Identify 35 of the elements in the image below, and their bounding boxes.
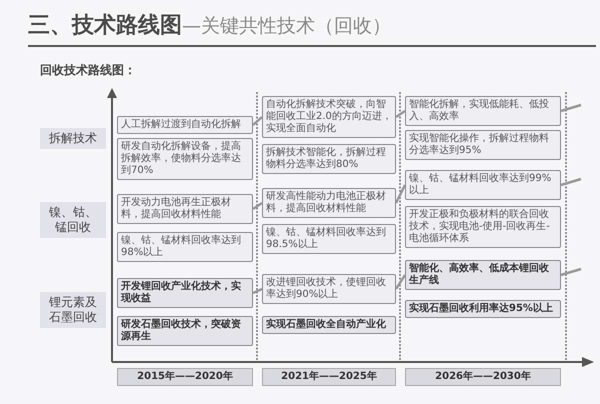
roadmap-box: 开发动力电池再生正极材料，提高回收材料性能 [117, 194, 253, 224]
trend-line [560, 104, 582, 112]
roadmap-box: 拆解技术智能化，拆解过程物料分选率达到80% [262, 144, 396, 174]
roadmap-box: 镍、钴、锰材料回收率达到99%以上 [405, 170, 561, 200]
roadmap-box: 实现智能化操作，拆解过程物料分选率达到95% [405, 130, 561, 160]
trend-line [252, 202, 263, 210]
roadmap-box: 智能化、高效率、低成本锂回收生产线 [405, 260, 561, 290]
roadmap-box: 研发高性能动力电池正极材料，提高回收材料性能 [262, 188, 396, 218]
subtitle: 回收技术路线图： [40, 62, 136, 79]
row-label: 镍、钴、锰回收 [40, 202, 106, 238]
roadmap-box: 开发正极和负极材料的联合回收技术，实现电池-使用-回收再生-电池循环体系 [405, 206, 561, 248]
period-label: 2026年——2030年 [405, 368, 561, 386]
roadmap-box: 镍、钴、锰材料回收率达到98.5%以上 [262, 224, 396, 254]
roadmap-box: 改进锂回收技术，使锂回收率达到90%以上 [262, 274, 396, 304]
trend-line [560, 178, 582, 186]
roadmap-box: 自动化拆解技术突破，向智能回收工业2.0的方向迈进，实现全面自动化 [262, 96, 396, 138]
roadmap-box: 镍、钴、锰材料回收率达到98%以上 [117, 232, 253, 262]
roadmap-box: 人工拆解过渡到自动化拆解 [117, 116, 253, 134]
roadmap-box: 开发锂回收产业化技术，实现收益 [117, 278, 253, 308]
roadmap-box: 研发自动化拆解设备，提高拆解效率，使物料分选率达到70% [117, 138, 253, 180]
trend-line [252, 288, 262, 294]
period-label: 2021年——2025年 [262, 368, 396, 386]
period-label: 2015年——2020年 [117, 368, 253, 386]
trend-line [394, 184, 406, 204]
trend-line [394, 274, 406, 290]
row-label: 拆解技术 [40, 128, 106, 149]
trend-line [252, 116, 263, 126]
roadmap-box: 智能化拆解，实现低能耗、低投入、高效率 [405, 96, 561, 126]
trend-line [560, 268, 582, 276]
roadmap-box: 实现石墨回收利用率达95%以上 [405, 300, 561, 318]
title: 三、技术路线图—关键共性技术（回收） [28, 12, 391, 40]
roadmap-box: 研发石墨回收技术，突破资源再生 [117, 316, 253, 346]
row-label: 锂元素及石墨回收 [40, 292, 106, 328]
roadmap-box: 实现石墨回收全自动产业化 [262, 316, 396, 334]
trend-line [395, 110, 406, 118]
